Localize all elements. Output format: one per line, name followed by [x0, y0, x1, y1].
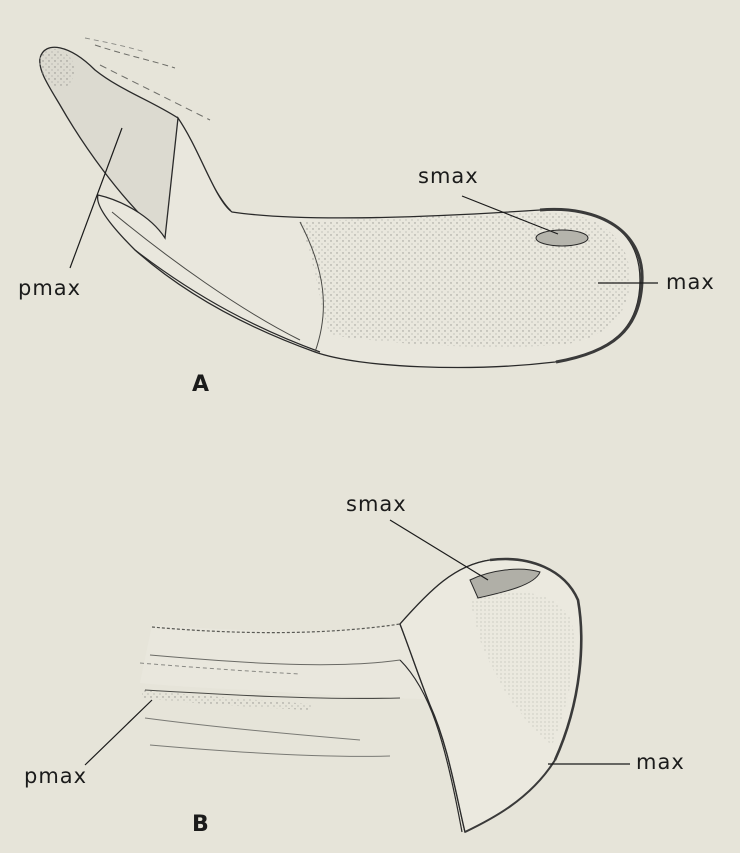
- label-b-smax: smax: [346, 494, 407, 515]
- leader-b-pmax: [85, 700, 152, 765]
- label-a-smax: smax: [418, 166, 479, 187]
- panel-b-premaxilla-stipple: [142, 690, 312, 710]
- panel-a-drawing: [38, 38, 658, 367]
- label-b-pmax: pmax: [24, 766, 87, 787]
- label-a-max: max: [666, 272, 715, 293]
- panel-b-letter: B: [192, 814, 209, 836]
- panel-b-drawing: [85, 520, 630, 832]
- panel-a-smax-structure: [536, 230, 588, 246]
- label-b-max: max: [636, 752, 685, 773]
- leader-b-smax: [390, 520, 488, 580]
- panel-a-letter: A: [192, 374, 209, 396]
- label-a-pmax: pmax: [18, 278, 81, 299]
